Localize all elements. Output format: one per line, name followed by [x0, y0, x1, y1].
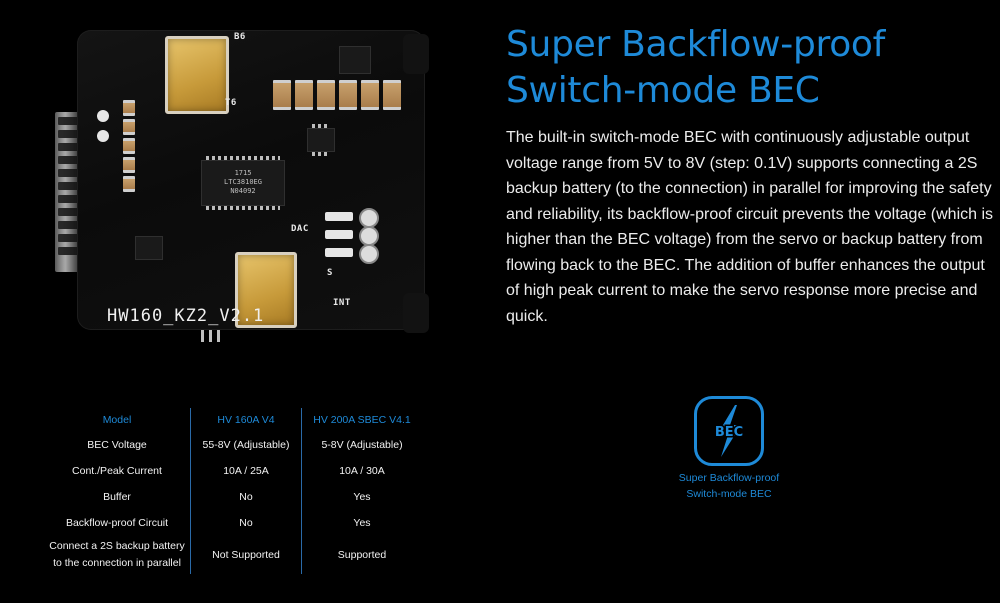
badge-label: Super Backflow-proof Switch-mode BEC	[654, 470, 804, 502]
row-label: Cont./Peak Current	[72, 464, 162, 477]
regulator-chip	[339, 46, 371, 74]
pin-header	[55, 112, 81, 272]
table-row: Connect a 2S backup battery to the conne…	[44, 536, 422, 574]
product-image-circuit-board: 1715 LTC3810EG N04092 B6 T6 DAC INT S 1 …	[55, 28, 433, 342]
feature-description: The built-in switch-mode BEC with contin…	[506, 129, 994, 325]
pcb-tab-top	[403, 34, 429, 74]
table-header-row: Model HV 160A V4 HV 200A SBEC V4.1	[44, 408, 422, 432]
feature-title: Super Backflow-proof Switch-mode BEC	[506, 22, 976, 114]
silk-label-int: INT	[333, 298, 351, 308]
row-label: BEC Voltage	[87, 438, 147, 451]
silk-label-b6: B6	[234, 32, 246, 42]
row-value: No	[190, 484, 302, 510]
comparison-table: Model HV 160A V4 HV 200A SBEC V4.1 BEC V…	[44, 408, 422, 574]
row-value: Yes	[301, 484, 422, 510]
bec-icon-text: BEC	[715, 425, 743, 440]
row-value: 10A / 25A	[190, 458, 302, 484]
silk-label-s: S	[327, 268, 333, 278]
row-label-line-2: to the connection in parallel	[53, 557, 181, 569]
board-model-label: HW160_KZ2_V2.1	[107, 306, 265, 326]
diode-chip	[135, 236, 163, 260]
component-leg	[217, 330, 220, 342]
chip-text-line: LTC3810EG	[224, 178, 262, 186]
row-value: No	[190, 510, 302, 536]
header-hv160a: HV 160A V4	[190, 408, 302, 432]
bec-feature-badge: BEC BEC	[694, 396, 764, 466]
component-leg	[209, 330, 212, 342]
bec-lightning-icon: BEC BEC	[713, 405, 745, 457]
silk-label-dac: DAC	[291, 224, 309, 234]
bec-icon-text-outline: BEC	[715, 425, 743, 440]
small-chip	[307, 124, 335, 156]
row-value: Not Supported	[190, 536, 302, 574]
servo-connector	[325, 208, 395, 272]
controller-chip: 1715 LTC3810EG N04092	[201, 156, 285, 210]
capacitor-top	[165, 36, 229, 114]
chip-text-line: N04092	[230, 187, 256, 195]
row-label: Backflow-proof Circuit	[65, 516, 169, 529]
mount-pad	[97, 110, 109, 122]
feature-title-line-2: Switch-mode BEC	[506, 70, 820, 111]
row-label: Connect a 2S backup battery to the conne…	[44, 536, 191, 574]
pcb-tab-bottom	[403, 293, 429, 333]
component-leg	[201, 330, 204, 342]
chip-text-line: 1715	[234, 169, 252, 177]
mount-pad	[97, 130, 109, 142]
smd-column	[123, 100, 135, 192]
row-label-line-1: Connect a 2S backup battery	[49, 540, 185, 552]
capacitor-bottom	[235, 252, 297, 328]
badge-label-line-1: Super Backflow-proof	[678, 472, 780, 484]
row-value: Supported	[301, 536, 422, 574]
header-hv200a: HV 200A SBEC V4.1	[301, 408, 422, 432]
silk-label-t6: T6	[225, 98, 237, 108]
table-row: Cont./Peak Current 10A / 25A 10A / 30A	[44, 458, 422, 484]
smd-resistor-row	[273, 80, 401, 110]
pcb-body: 1715 LTC3810EG N04092 B6 T6 DAC INT S 1 …	[77, 30, 425, 330]
row-value: 55-8V (Adjustable)	[190, 432, 302, 458]
badge-label-line-2: Switch-mode BEC	[686, 488, 772, 500]
table-row: Backflow-proof Circuit No Yes	[44, 510, 422, 536]
feature-title-line-1: Super Backflow-proof	[506, 24, 886, 65]
table-row: Buffer No Yes	[44, 484, 422, 510]
header-model: Model	[102, 413, 132, 426]
row-label: Buffer	[103, 490, 131, 503]
row-value: Yes	[301, 510, 422, 536]
row-value: 10A / 30A	[301, 458, 422, 484]
table-row: BEC Voltage 55-8V (Adjustable) 5-8V (Adj…	[44, 432, 422, 458]
row-value: 5-8V (Adjustable)	[301, 432, 422, 458]
